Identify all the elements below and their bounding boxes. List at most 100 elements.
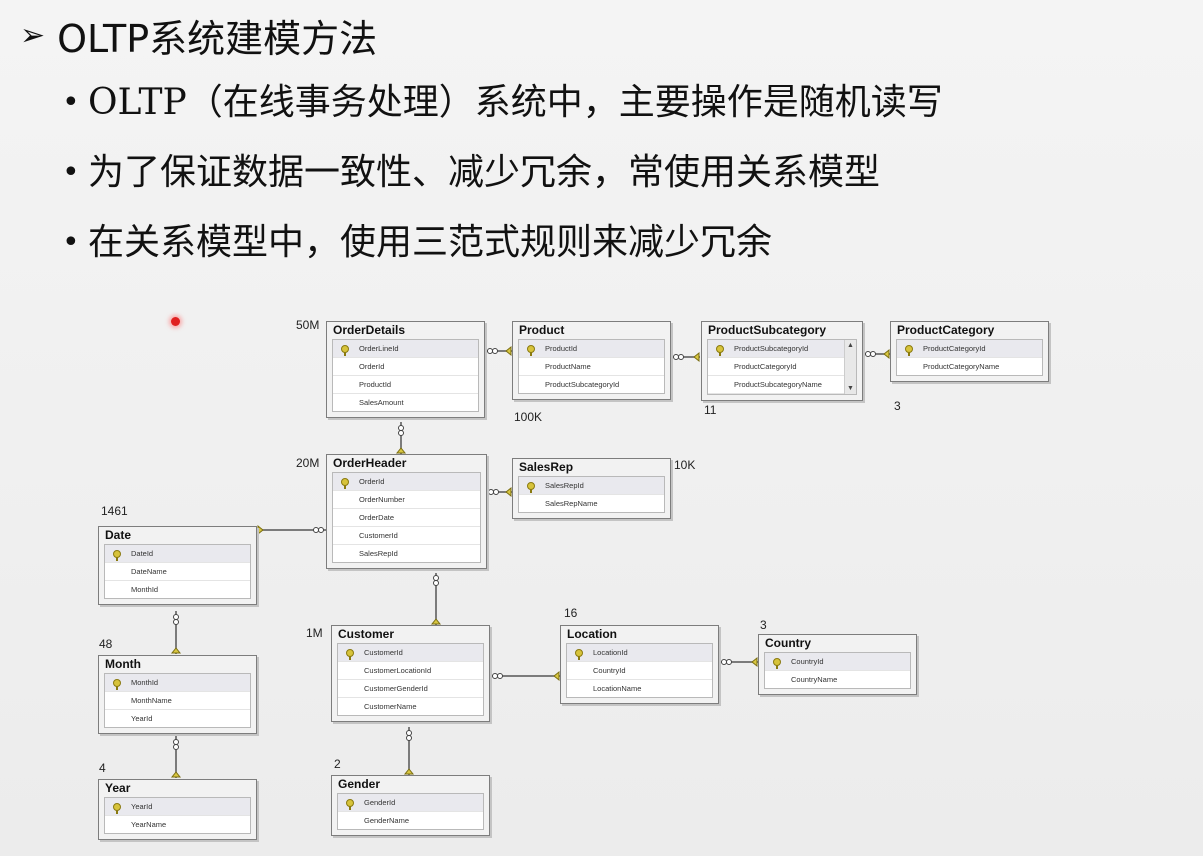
table-date[interactable]: Date DateId DateName MonthId	[98, 526, 257, 605]
column-row[interactable]: CustomerId	[338, 644, 483, 662]
column-row[interactable]: ProductCategoryId	[897, 340, 1042, 358]
column-list: CustomerId CustomerLocationId CustomerGe…	[337, 643, 484, 716]
primary-key-icon	[716, 345, 724, 356]
column-row[interactable]: MonthId	[131, 585, 159, 594]
table-location[interactable]: Location LocationId CountryId LocationNa…	[560, 625, 719, 704]
column-list: ProductId ProductName ProductSubcategory…	[518, 339, 665, 394]
table-product[interactable]: Product ProductId ProductName ProductSub…	[512, 321, 671, 400]
bullet-text: 为了保证数据一致性、减少冗余，常使用关系模型	[88, 152, 881, 193]
column-list: SalesRepId SalesRepName	[518, 476, 665, 513]
table-title: Year	[105, 781, 131, 795]
column-row[interactable]: CustomerName	[364, 702, 417, 711]
table-title: ProductCategory	[897, 323, 995, 337]
primary-key-icon	[341, 478, 349, 489]
table-title: Date	[105, 528, 132, 542]
row-count-subcategory: 11	[704, 403, 717, 417]
column-row[interactable]: OrderLineId	[333, 340, 478, 358]
primary-key-icon	[113, 550, 121, 561]
column-row[interactable]: CustomerLocationId	[338, 662, 483, 680]
table-productsubcategory[interactable]: ProductSubcategory ProductSubcategoryId …	[701, 321, 863, 401]
column-row[interactable]: OrderNumber	[333, 491, 480, 509]
row-count-salesrep: 10K	[674, 458, 696, 472]
column-row[interactable]: GenderId	[338, 794, 483, 812]
column-row[interactable]: ProductName	[519, 358, 664, 376]
column-row[interactable]: ProductId	[333, 376, 478, 394]
table-month[interactable]: Month MonthId MonthName YearId	[98, 655, 257, 734]
column-list: DateId DateName MonthId	[104, 544, 251, 599]
column-row[interactable]: OrderDate	[333, 509, 480, 527]
column-row[interactable]: ProductSubcategoryId	[545, 380, 620, 389]
scroll-down-icon[interactable]: ▼	[847, 385, 854, 392]
table-orderheader[interactable]: OrderHeader OrderId OrderNumber OrderDat…	[326, 454, 487, 569]
column-row[interactable]: SalesRepId	[519, 477, 664, 495]
table-orderdetails[interactable]: OrderDetails OrderLineId OrderId Product…	[326, 321, 485, 418]
arrow-bullet-icon: ➢	[20, 18, 46, 53]
slide-title-row: ➢ OLTP系统建模方法	[20, 8, 377, 63]
laser-pointer-icon	[171, 317, 180, 326]
column-list: YearId YearName	[104, 797, 251, 834]
column-row[interactable]: SalesRepName	[545, 499, 598, 508]
row-count-gender: 2	[334, 757, 341, 771]
table-gender[interactable]: Gender GenderId GenderName	[331, 775, 490, 836]
table-title: Gender	[338, 777, 381, 791]
row-count-product: 100K	[514, 410, 543, 424]
table-year[interactable]: Year YearId YearName	[98, 779, 257, 840]
column-row[interactable]: CountryName	[791, 675, 838, 684]
bullet-text: OLTP（在线事务处理）系统中，主要操作是随机读写	[88, 82, 943, 123]
column-list: CountryId CountryName	[764, 652, 911, 689]
column-row[interactable]: SalesRepId	[359, 549, 398, 558]
row-count-customer: 1M	[306, 626, 323, 640]
column-row[interactable]: LocationId	[567, 644, 712, 662]
bullet-dot-icon: •	[62, 155, 80, 190]
column-row[interactable]: ProductSubcategoryName	[708, 376, 856, 394]
column-list: GenderId GenderName	[337, 793, 484, 830]
table-country[interactable]: Country CountryId CountryName	[758, 634, 917, 695]
column-row[interactable]: GenderName	[364, 816, 410, 825]
column-row[interactable]: YearName	[131, 820, 167, 829]
column-row[interactable]: MonthName	[105, 692, 250, 710]
column-row[interactable]: LocationName	[593, 684, 642, 693]
bullet-text: 在关系模型中，使用三范式规则来减少冗余	[88, 222, 773, 263]
table-title: OrderDetails	[333, 323, 406, 337]
table-productcategory[interactable]: ProductCategory ProductCategoryId Produc…	[890, 321, 1049, 382]
column-list: LocationId CountryId LocationName	[566, 643, 713, 698]
row-count-date: 1461	[101, 504, 128, 518]
scrollbar[interactable]: ▲ ▼	[844, 340, 856, 394]
column-row[interactable]: OrderId	[333, 358, 478, 376]
row-count-year: 4	[99, 761, 106, 775]
bullet-dot-icon: •	[62, 225, 80, 260]
bullet-dot-icon: •	[62, 85, 80, 120]
table-title: SalesRep	[519, 460, 574, 474]
row-count-orderdetails: 50M	[296, 318, 320, 332]
column-row[interactable]: CountryId	[765, 653, 910, 671]
column-row[interactable]: SalesAmount	[359, 398, 404, 407]
column-row[interactable]: ProductId	[519, 340, 664, 358]
column-list: OrderLineId OrderId ProductId SalesAmoun…	[332, 339, 479, 412]
primary-key-icon	[113, 679, 121, 690]
table-customer[interactable]: Customer CustomerId CustomerLocationId C…	[331, 625, 490, 722]
row-count-location: 16	[564, 606, 578, 620]
table-salesrep[interactable]: SalesRep SalesRepId SalesRepName	[512, 458, 671, 519]
row-count-month: 48	[99, 637, 113, 651]
column-row[interactable]: DateName	[105, 563, 250, 581]
column-row[interactable]: MonthId	[105, 674, 250, 692]
primary-key-icon	[341, 345, 349, 356]
column-row[interactable]: YearId	[105, 798, 250, 816]
column-row[interactable]: DateId	[105, 545, 250, 563]
column-row[interactable]: CountryId	[567, 662, 712, 680]
column-row[interactable]: CustomerId	[333, 527, 480, 545]
primary-key-icon	[905, 345, 913, 356]
column-row[interactable]: CustomerGenderId	[338, 680, 483, 698]
column-row[interactable]: ProductSubcategoryId	[708, 340, 856, 358]
column-row[interactable]: YearId	[131, 714, 153, 723]
column-row[interactable]: ProductCategoryId	[708, 358, 856, 376]
table-title: Product	[519, 323, 565, 337]
primary-key-icon	[113, 803, 121, 814]
bullet-item: •OLTP（在线事务处理）系统中，主要操作是随机读写	[62, 78, 943, 148]
column-list: ProductSubcategoryId ProductCategoryId P…	[707, 339, 857, 395]
column-row[interactable]: OrderId	[333, 473, 480, 491]
primary-key-icon	[346, 649, 354, 660]
column-row[interactable]: ProductCategoryName	[923, 362, 1000, 371]
primary-key-icon	[527, 345, 535, 356]
scroll-up-icon[interactable]: ▲	[847, 342, 854, 349]
